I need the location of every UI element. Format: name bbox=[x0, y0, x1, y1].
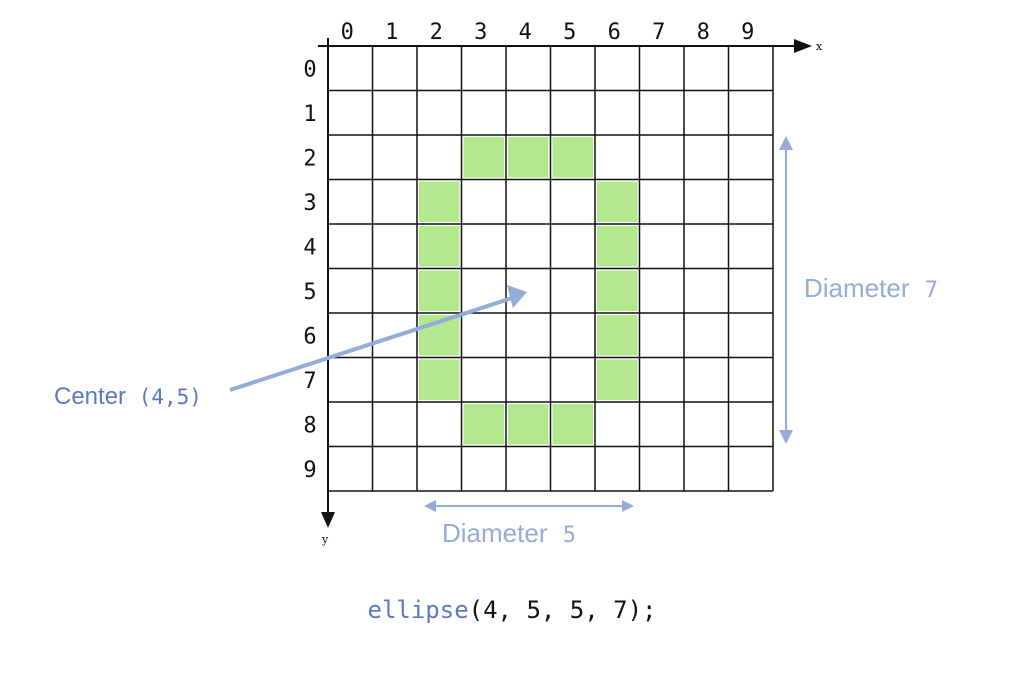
pixel-grid bbox=[328, 46, 774, 492]
x-tick-label: 3 bbox=[474, 20, 487, 45]
filled-cell bbox=[597, 181, 638, 222]
horizontal-diameter-text: Diameter 5 bbox=[442, 518, 576, 548]
filled-cell bbox=[597, 226, 638, 267]
x-tick-label: 4 bbox=[519, 20, 532, 45]
y-axis-label: y bbox=[321, 533, 329, 546]
x-tick-label: 1 bbox=[385, 20, 398, 45]
filled-cell bbox=[463, 404, 504, 445]
y-tick-label: 2 bbox=[303, 146, 316, 171]
center-pointer-arrowhead bbox=[507, 285, 527, 308]
axes: x y bbox=[318, 38, 823, 546]
x-tick-label: 9 bbox=[741, 20, 754, 45]
filled-cell bbox=[508, 137, 549, 178]
x-tick-label: 5 bbox=[563, 20, 576, 45]
x-axis-arrowhead bbox=[794, 39, 812, 53]
vertical-diameter-value: 7 bbox=[925, 278, 938, 303]
ellipse-code-line: ellipse(4, 5, 5, 7); bbox=[0, 596, 1024, 624]
vertical-diameter-label: Diameter bbox=[804, 273, 910, 303]
y-axis-arrowhead bbox=[321, 512, 335, 528]
center-text: Center (4,5) bbox=[54, 383, 202, 410]
code-arguments: (4, 5, 5, 7); bbox=[468, 596, 657, 624]
filled-cell bbox=[419, 270, 460, 311]
y-tick-label: 8 bbox=[303, 413, 316, 438]
x-tick-labels: 0 1 2 3 4 5 6 7 8 9 bbox=[341, 20, 755, 45]
y-tick-label: 0 bbox=[303, 57, 316, 82]
horizontal-diameter-arrowhead-left bbox=[424, 500, 436, 512]
horizontal-diameter-label: Diameter bbox=[442, 518, 548, 548]
x-tick-label: 6 bbox=[608, 20, 621, 45]
x-tick-label: 7 bbox=[652, 20, 665, 45]
y-tick-label: 1 bbox=[303, 102, 316, 127]
filled-cell bbox=[597, 270, 638, 311]
x-tick-label: 2 bbox=[430, 20, 443, 45]
filled-cell bbox=[597, 315, 638, 356]
code-function-name: ellipse bbox=[367, 596, 469, 624]
horizontal-diameter-annotation: Diameter 5 bbox=[424, 500, 634, 548]
vertical-diameter-arrowhead-top bbox=[779, 136, 793, 150]
vertical-diameter-arrowhead-bottom bbox=[779, 430, 793, 444]
y-tick-label: 9 bbox=[303, 458, 316, 483]
horizontal-diameter-arrowhead-right bbox=[622, 500, 634, 512]
center-coords: (4,5) bbox=[139, 385, 202, 409]
center-pointer-line bbox=[229, 296, 513, 392]
vertical-diameter-text: Diameter 7 bbox=[804, 273, 938, 303]
y-tick-label: 5 bbox=[303, 280, 316, 305]
center-label: Center bbox=[54, 383, 126, 410]
x-tick-label: 0 bbox=[341, 20, 354, 45]
filled-cell bbox=[552, 404, 593, 445]
filled-cell bbox=[463, 137, 504, 178]
vertical-diameter-annotation: Diameter 7 bbox=[779, 136, 938, 444]
filled-cell bbox=[419, 226, 460, 267]
y-tick-label: 4 bbox=[303, 235, 316, 260]
filled-cell bbox=[419, 359, 460, 400]
y-tick-label: 6 bbox=[303, 324, 316, 349]
y-tick-labels: 0 1 2 3 4 5 6 7 8 9 bbox=[303, 57, 316, 483]
horizontal-diameter-value: 5 bbox=[563, 523, 576, 548]
filled-cell bbox=[552, 137, 593, 178]
x-tick-label: 8 bbox=[697, 20, 710, 45]
y-tick-label: 3 bbox=[303, 191, 316, 216]
y-tick-label: 7 bbox=[303, 369, 316, 394]
filled-cell bbox=[508, 404, 549, 445]
filled-cell bbox=[419, 181, 460, 222]
filled-cell bbox=[597, 359, 638, 400]
x-axis-label: x bbox=[816, 40, 823, 53]
center-annotation: Center (4,5) bbox=[54, 285, 527, 410]
filled-cells bbox=[419, 137, 638, 445]
